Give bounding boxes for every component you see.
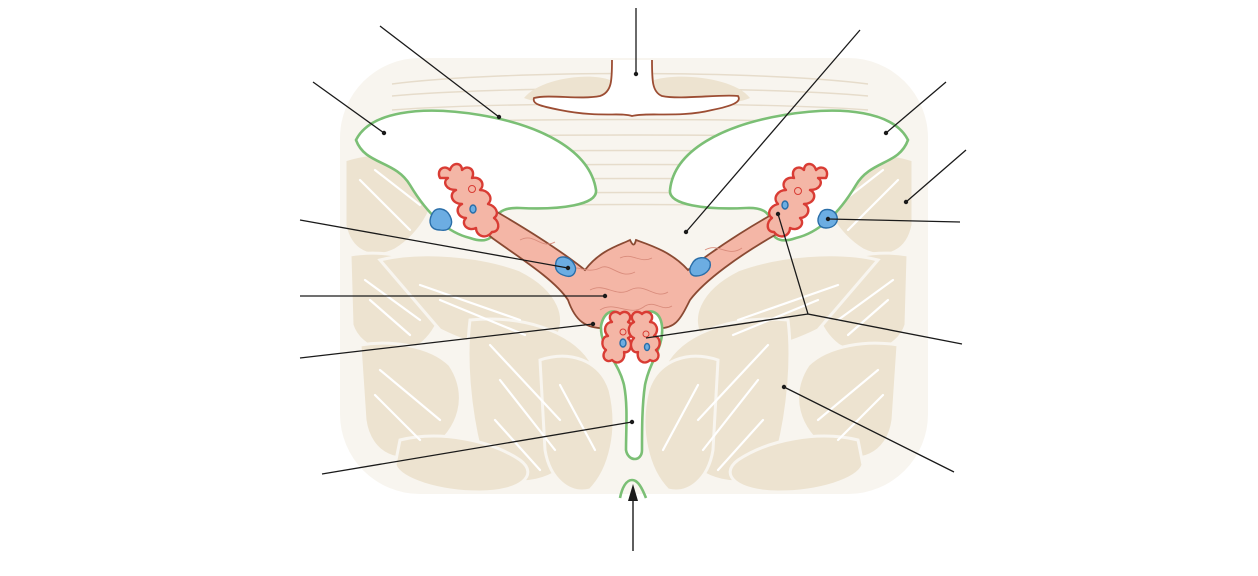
leader-line-11 [321, 421, 633, 475]
leader-line-13-branch [645, 313, 809, 339]
leader-line-8 [299, 219, 569, 269]
leader-endpoints [381, 71, 909, 425]
upward-arrow [628, 484, 638, 551]
tela-choroidea [480, 203, 795, 330]
vessel-left-lateral [429, 208, 453, 231]
leader-line-5 [885, 81, 947, 134]
leader-line-10 [299, 323, 594, 359]
leader-line-2 [379, 25, 500, 118]
leader-line-12 [783, 386, 955, 473]
leader-lines [299, 8, 967, 475]
bottom-notch [618, 478, 648, 499]
fourth-ventricle-outline-right [668, 109, 910, 242]
choroid-plexus-median-left [601, 310, 635, 364]
folia-white-matter [358, 168, 900, 472]
leader-line-4 [685, 29, 861, 233]
choroid-plexus-left [437, 162, 500, 238]
top-fissure [524, 59, 750, 117]
leader-line-3 [312, 81, 385, 134]
leader-line-6 [905, 149, 967, 203]
choroid-plexus [437, 162, 829, 364]
choroid-plexus-right [766, 162, 829, 238]
blood-vessels [429, 200, 838, 352]
vessel-right-central [689, 257, 711, 277]
fourth-ventricle-outline [354, 109, 598, 242]
choroid-plexus-median-right [627, 310, 661, 364]
vessel-left-central [554, 256, 577, 278]
leader-line-7 [827, 218, 961, 223]
plexus-lumen-markers [468, 185, 802, 338]
